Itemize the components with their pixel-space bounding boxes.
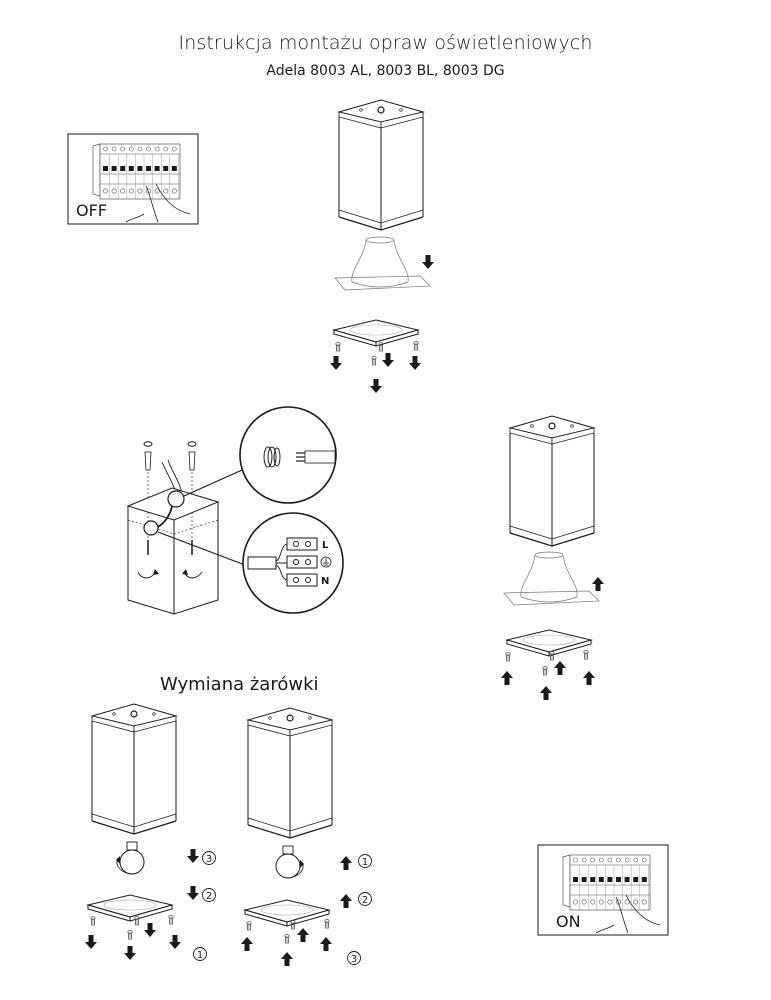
- terminal-label-live: L: [322, 540, 329, 551]
- screw-icon: [335, 342, 341, 352]
- arrow-down-icon: [169, 935, 181, 949]
- svg-text:2: 2: [206, 891, 212, 902]
- svg-text:2: 2: [362, 895, 368, 906]
- screw-icon: [324, 919, 330, 929]
- step-badge: 3: [202, 851, 216, 865]
- on-label: ON: [556, 912, 581, 931]
- step-badge: 3: [347, 951, 361, 965]
- screw-icon: [542, 666, 548, 676]
- ground-icon: [320, 556, 332, 568]
- step-badge: 1: [193, 947, 207, 961]
- bulb-icon: [275, 845, 304, 879]
- arrow-up-icon: [583, 671, 595, 685]
- breaker-switches: [572, 857, 649, 910]
- arrow-down-icon: [124, 946, 136, 960]
- bulb-installation-diagram: 1 2 3: [241, 707, 372, 966]
- arrow-down-icon: [422, 255, 434, 269]
- lamp-disassembly-diagram: [330, 99, 434, 393]
- arrow-down-icon: [187, 886, 199, 900]
- terminal-block-detail: L N: [247, 537, 332, 587]
- breaker-switch: [120, 166, 126, 171]
- screw-icon: [90, 916, 96, 926]
- arrow-up-icon: [320, 937, 332, 951]
- arrow-up-icon: [592, 577, 604, 591]
- breaker-switch: [146, 166, 151, 171]
- breaker-switch: [616, 877, 621, 882]
- breaker-switch: [607, 877, 613, 882]
- breaker-switches: [102, 146, 179, 199]
- screw-icon: [284, 934, 290, 944]
- breaker-on-panel: ON: [537, 844, 669, 936]
- svg-text:3: 3: [351, 954, 357, 965]
- arrow-down-icon: [187, 849, 199, 863]
- breaker-switch: [137, 166, 143, 171]
- arrow-down-icon: [382, 353, 394, 367]
- arrow-down-icon: [409, 356, 421, 370]
- arrow-up-icon: [241, 937, 253, 951]
- svg-text:1: 1: [197, 950, 203, 961]
- breaker-switch: [590, 877, 596, 882]
- breaker-switch: [171, 166, 177, 171]
- arrow-down-icon: [85, 935, 97, 949]
- screw-icon: [246, 921, 252, 931]
- screw-icon: [505, 652, 511, 662]
- screw-icon: [168, 915, 174, 925]
- breaker-switch: [163, 166, 169, 171]
- step-badge: 1: [358, 854, 372, 868]
- step-badge: 2: [358, 892, 372, 906]
- breaker-switch: [624, 877, 630, 882]
- breaker-switch: [598, 877, 604, 882]
- arrow-up-icon: [297, 928, 309, 942]
- bulb-icon: [116, 841, 145, 875]
- terminal-label-neutral: N: [321, 576, 329, 587]
- breaker-switch: [128, 166, 134, 171]
- bulb-removal-diagram: 3 2 1: [85, 703, 216, 961]
- breaker-switch: [633, 877, 639, 882]
- arrow-down-icon: [144, 923, 156, 937]
- bulb-replacement-title: Wymiana żarówki: [160, 674, 319, 695]
- screw-icon: [413, 341, 419, 351]
- lamp-reassembly-diagram: [501, 415, 604, 700]
- screw-icon: [583, 650, 589, 660]
- breaker-switch: [103, 166, 108, 171]
- breaker-switch: [154, 166, 160, 171]
- breaker-switch: [111, 166, 117, 171]
- document-title: Instrukcja montażu opraw oświetleniowych: [178, 32, 593, 54]
- mounting-wiring-diagram: L N: [126, 406, 344, 615]
- step-badge: 2: [202, 888, 216, 902]
- arrow-down-icon: [330, 356, 342, 370]
- arrow-down-icon: [370, 379, 382, 393]
- breaker-off-panel: OFF: [67, 133, 199, 225]
- breaker-switch: [581, 877, 587, 882]
- arrow-up-icon: [554, 661, 566, 675]
- arrow-up-icon: [340, 856, 352, 870]
- arrow-up-icon: [501, 671, 513, 685]
- cable-gland-detail: [263, 446, 336, 468]
- arrow-up-icon: [340, 894, 352, 908]
- svg-text:1: 1: [362, 857, 368, 868]
- arrow-up-icon: [281, 952, 293, 966]
- screw-icon: [371, 356, 377, 366]
- breaker-switch: [573, 877, 578, 882]
- arrow-up-icon: [540, 686, 552, 700]
- svg-text:3: 3: [206, 854, 212, 865]
- off-label: OFF: [76, 201, 107, 220]
- breaker-switch: [641, 877, 647, 882]
- screw-icon: [127, 930, 133, 940]
- document-subtitle: Adela 8003 AL, 8003 BL, 8003 DG: [266, 63, 505, 79]
